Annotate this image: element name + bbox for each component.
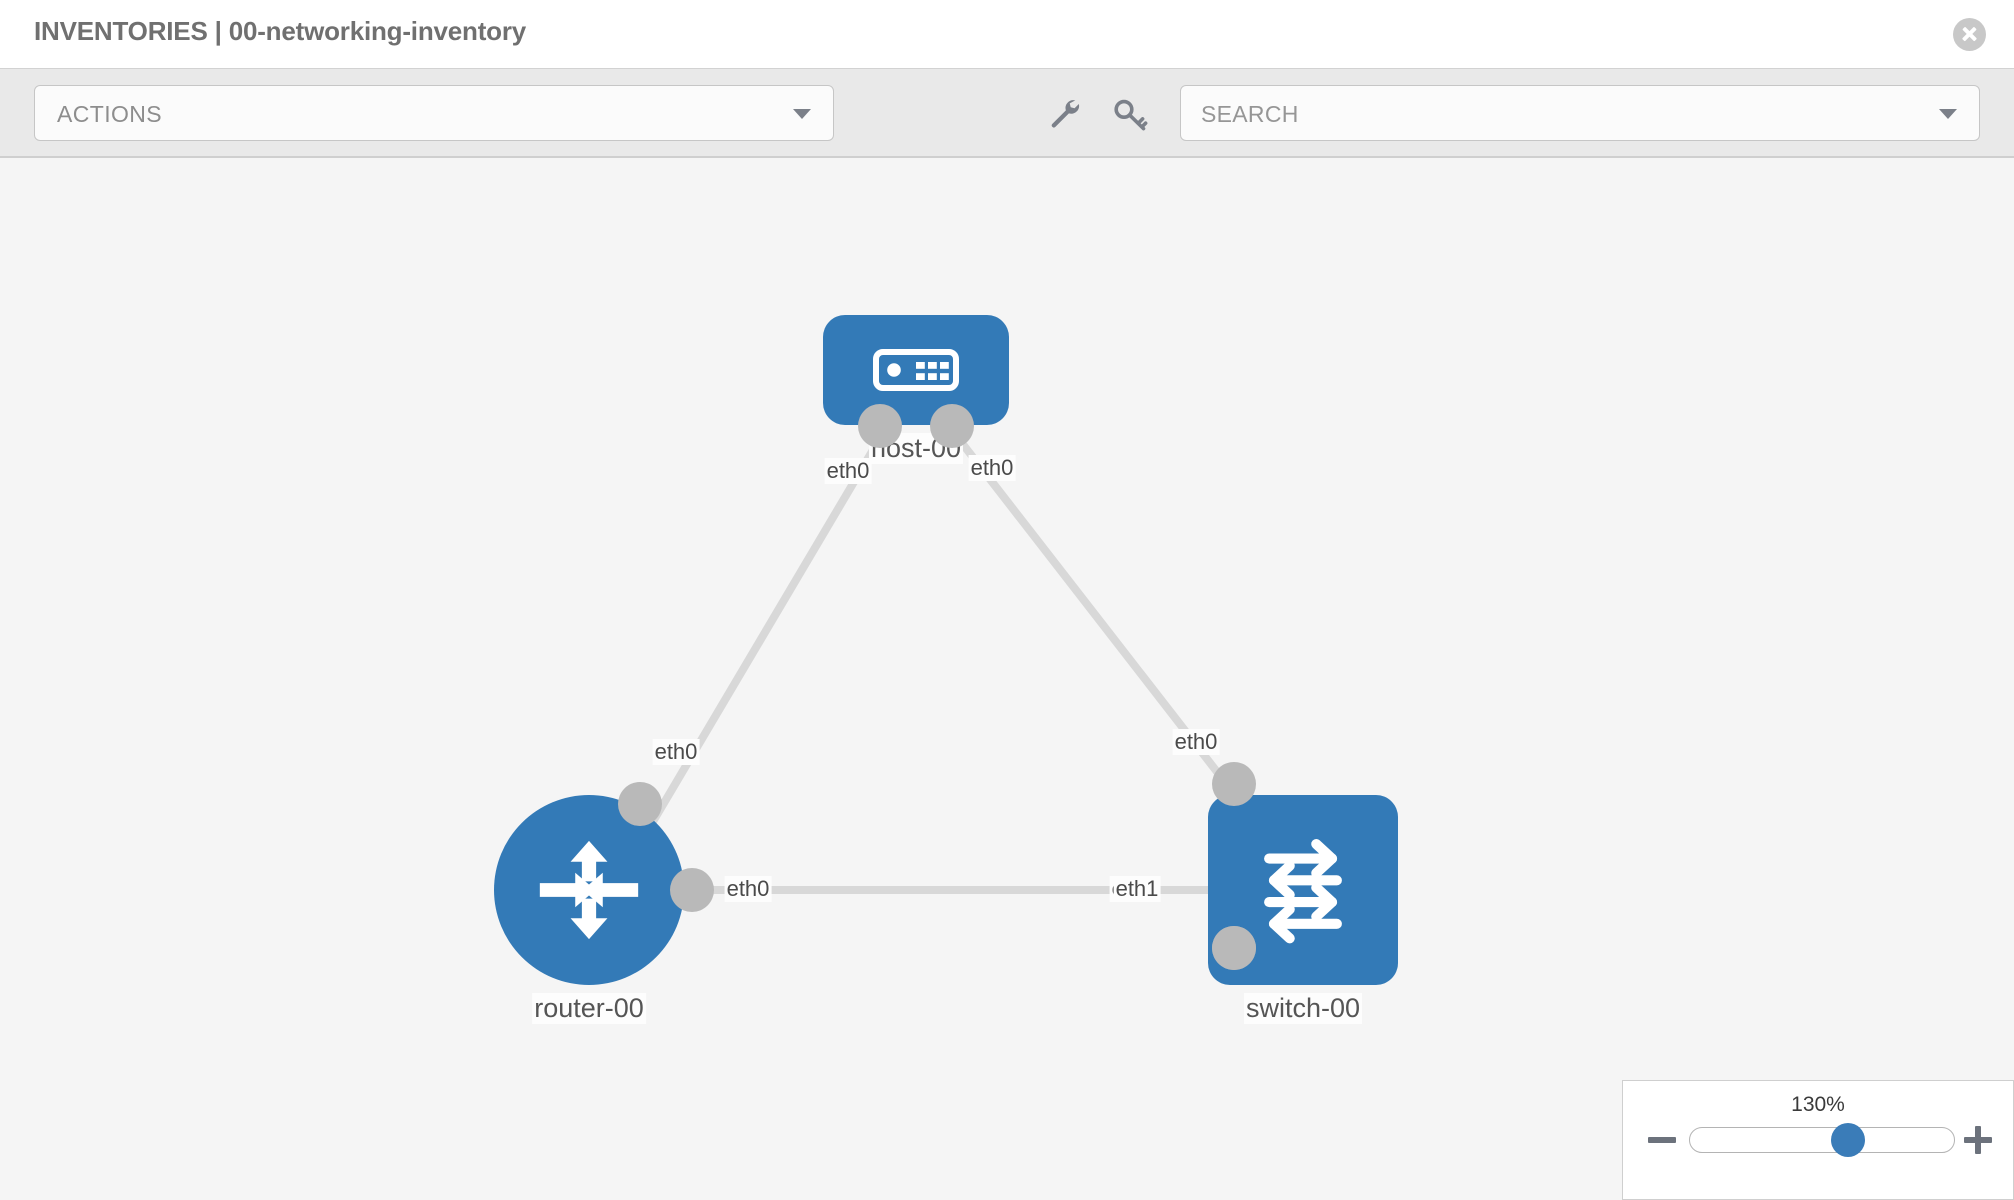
topology-node-label-router-00: router-00 (532, 993, 646, 1024)
topology-link[interactable] (954, 435, 1232, 789)
topology-port-label: eth0 (652, 739, 700, 765)
key-icon[interactable] (1102, 85, 1158, 141)
zoom-slider[interactable] (1689, 1123, 1955, 1157)
topology-canvas[interactable]: host-00 router-00 (0, 158, 2014, 1200)
search-chevron-down-icon[interactable] (1939, 109, 1957, 119)
router-arrows-icon (539, 840, 639, 940)
router-node-shape (494, 795, 684, 985)
topology-node-router-00[interactable]: router-00 (494, 795, 684, 1024)
topology-port-label: eth0 (724, 876, 772, 902)
minus-icon (1648, 1137, 1676, 1143)
topology-port-label: eth1 (1113, 876, 1161, 902)
topology-port-label: eth0 (968, 455, 1016, 481)
page-title: INVENTORIES | 00-networking-inventory (34, 16, 527, 46)
page-header: INVENTORIES | 00-networking-inventory (0, 0, 2014, 68)
wrench-icon[interactable] (1036, 85, 1092, 141)
topology-port[interactable] (1212, 926, 1256, 970)
topology-port[interactable] (670, 868, 714, 912)
zoom-out-button[interactable] (1645, 1123, 1679, 1157)
plus-icon-vertical (1975, 1126, 1981, 1154)
topology-port[interactable] (1212, 762, 1256, 806)
topology-port[interactable] (618, 782, 662, 826)
close-icon[interactable] (1953, 18, 1986, 51)
topology-node-host-00[interactable]: host-00 (823, 315, 1009, 464)
topology-port[interactable] (930, 404, 974, 448)
search-placeholder: SEARCH (1201, 101, 1299, 127)
actions-dropdown-label: ACTIONS (57, 101, 163, 127)
server-icon (873, 349, 959, 391)
topology-port-label: eth0 (824, 458, 872, 484)
host-node-shape (823, 315, 1009, 425)
search-input[interactable]: SEARCH (1180, 85, 1980, 141)
topology-link[interactable] (644, 435, 884, 833)
topology-port[interactable] (858, 404, 902, 448)
switch-arrows-icon (1264, 839, 1342, 944)
zoom-control-panel: 130% (1622, 1080, 2014, 1200)
zoom-slider-thumb[interactable] (1831, 1123, 1866, 1157)
topology-node-label-switch-00: switch-00 (1243, 993, 1363, 1024)
topology-port-label: eth0 (1172, 729, 1220, 755)
actions-dropdown[interactable]: ACTIONS (34, 85, 834, 141)
chevron-down-icon (793, 109, 811, 119)
zoom-level-value: 130% (1791, 1093, 1845, 1116)
zoom-in-button[interactable] (1961, 1123, 1995, 1157)
toolbar: ACTIONS SEARCH (0, 68, 2014, 158)
